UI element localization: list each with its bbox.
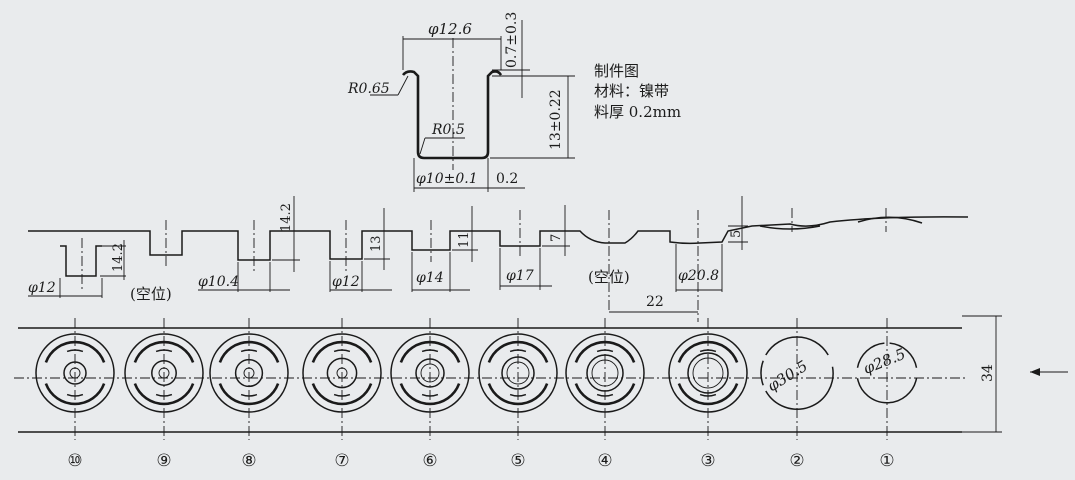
- station-number-3: ③: [700, 451, 715, 471]
- dia-2: φ10.4: [198, 274, 239, 290]
- station-10: [35, 318, 115, 440]
- dim-depth-a: 14.2: [111, 243, 126, 272]
- dim-outer-diameter: φ12.6: [428, 20, 472, 38]
- station-labels: ⑩ ⑨ ⑧ ⑦ ⑥ ⑤ ④ ③ ② ①: [67, 451, 894, 471]
- station-1: [856, 318, 918, 440]
- strip-profile: φ12 14.2 (空位) φ10.4 14.2 φ12 13 φ14 11 φ…: [28, 196, 969, 322]
- station-number-10: ⑩: [67, 451, 82, 471]
- note-material: 材料：镍带: [594, 82, 669, 100]
- dia-1: φ12: [28, 280, 56, 296]
- station-4: [565, 318, 645, 440]
- station-2: [760, 318, 834, 440]
- dim-depth-e: 7: [549, 234, 564, 242]
- dia-5: φ17: [506, 268, 534, 284]
- dim-flange-radius: R0.65: [347, 81, 390, 97]
- station-7: [302, 318, 382, 440]
- strip-profile-line: [28, 216, 969, 261]
- strip-bulge-2: [857, 216, 923, 224]
- station-number-6: ⑥: [422, 451, 437, 471]
- strip-layout: 34 φ30.5 φ28.5: [14, 315, 1068, 440]
- station-9: [124, 318, 204, 440]
- dim-depth-f: 5: [729, 230, 744, 238]
- part-drawing: φ12.6 0.7±0.3 13±0.22 R0.65 R0.5 φ10±0.1…: [347, 12, 575, 192]
- dim-height: 13±0.22: [548, 89, 564, 150]
- dim-wall: 0.2: [496, 171, 518, 187]
- dim-depth-c: 13: [369, 235, 384, 252]
- dim-pitch: 22: [646, 294, 664, 310]
- dim-inner-diameter: φ10±0.1: [416, 171, 478, 187]
- note-title: 制件图: [594, 62, 639, 80]
- station-number-4: ④: [597, 451, 612, 471]
- dim-depth-d: 11: [457, 231, 472, 248]
- drawing-notes: 制件图 材料：镍带 料厚 0.2mm: [594, 62, 681, 121]
- dia-4: φ14: [416, 270, 444, 286]
- idle-station-1: (空位): [130, 285, 172, 303]
- dim-flange-thickness: 0.7±0.3: [504, 12, 520, 68]
- station-number-2: ②: [789, 451, 804, 471]
- station-8: [209, 318, 289, 440]
- dia-6: φ20.8: [678, 268, 719, 284]
- station-number-8: ⑧: [241, 451, 256, 471]
- strip-bulge-1: [759, 225, 821, 230]
- station-number-5: ⑤: [510, 451, 525, 471]
- dim-depth-b: 14.2: [279, 203, 294, 232]
- station-number-7: ⑦: [334, 451, 349, 471]
- dim-bottom-radius: R0.5: [431, 122, 465, 138]
- arrow-head-icon: [1030, 368, 1040, 376]
- station-6: [390, 318, 470, 440]
- station-3: [668, 318, 748, 440]
- cup-outline: [401, 70, 503, 160]
- note-thickness: 料厚 0.2mm: [594, 103, 681, 121]
- station-number-1: ①: [879, 451, 894, 471]
- strip-width: 34: [980, 364, 996, 382]
- station-number-9: ⑨: [156, 451, 171, 471]
- dia-cut-outer: φ30.5: [764, 357, 811, 396]
- dia-3: φ12: [332, 274, 360, 290]
- station-tools: [35, 318, 918, 440]
- station-5: [478, 318, 558, 440]
- first-cup-sample: [60, 245, 102, 277]
